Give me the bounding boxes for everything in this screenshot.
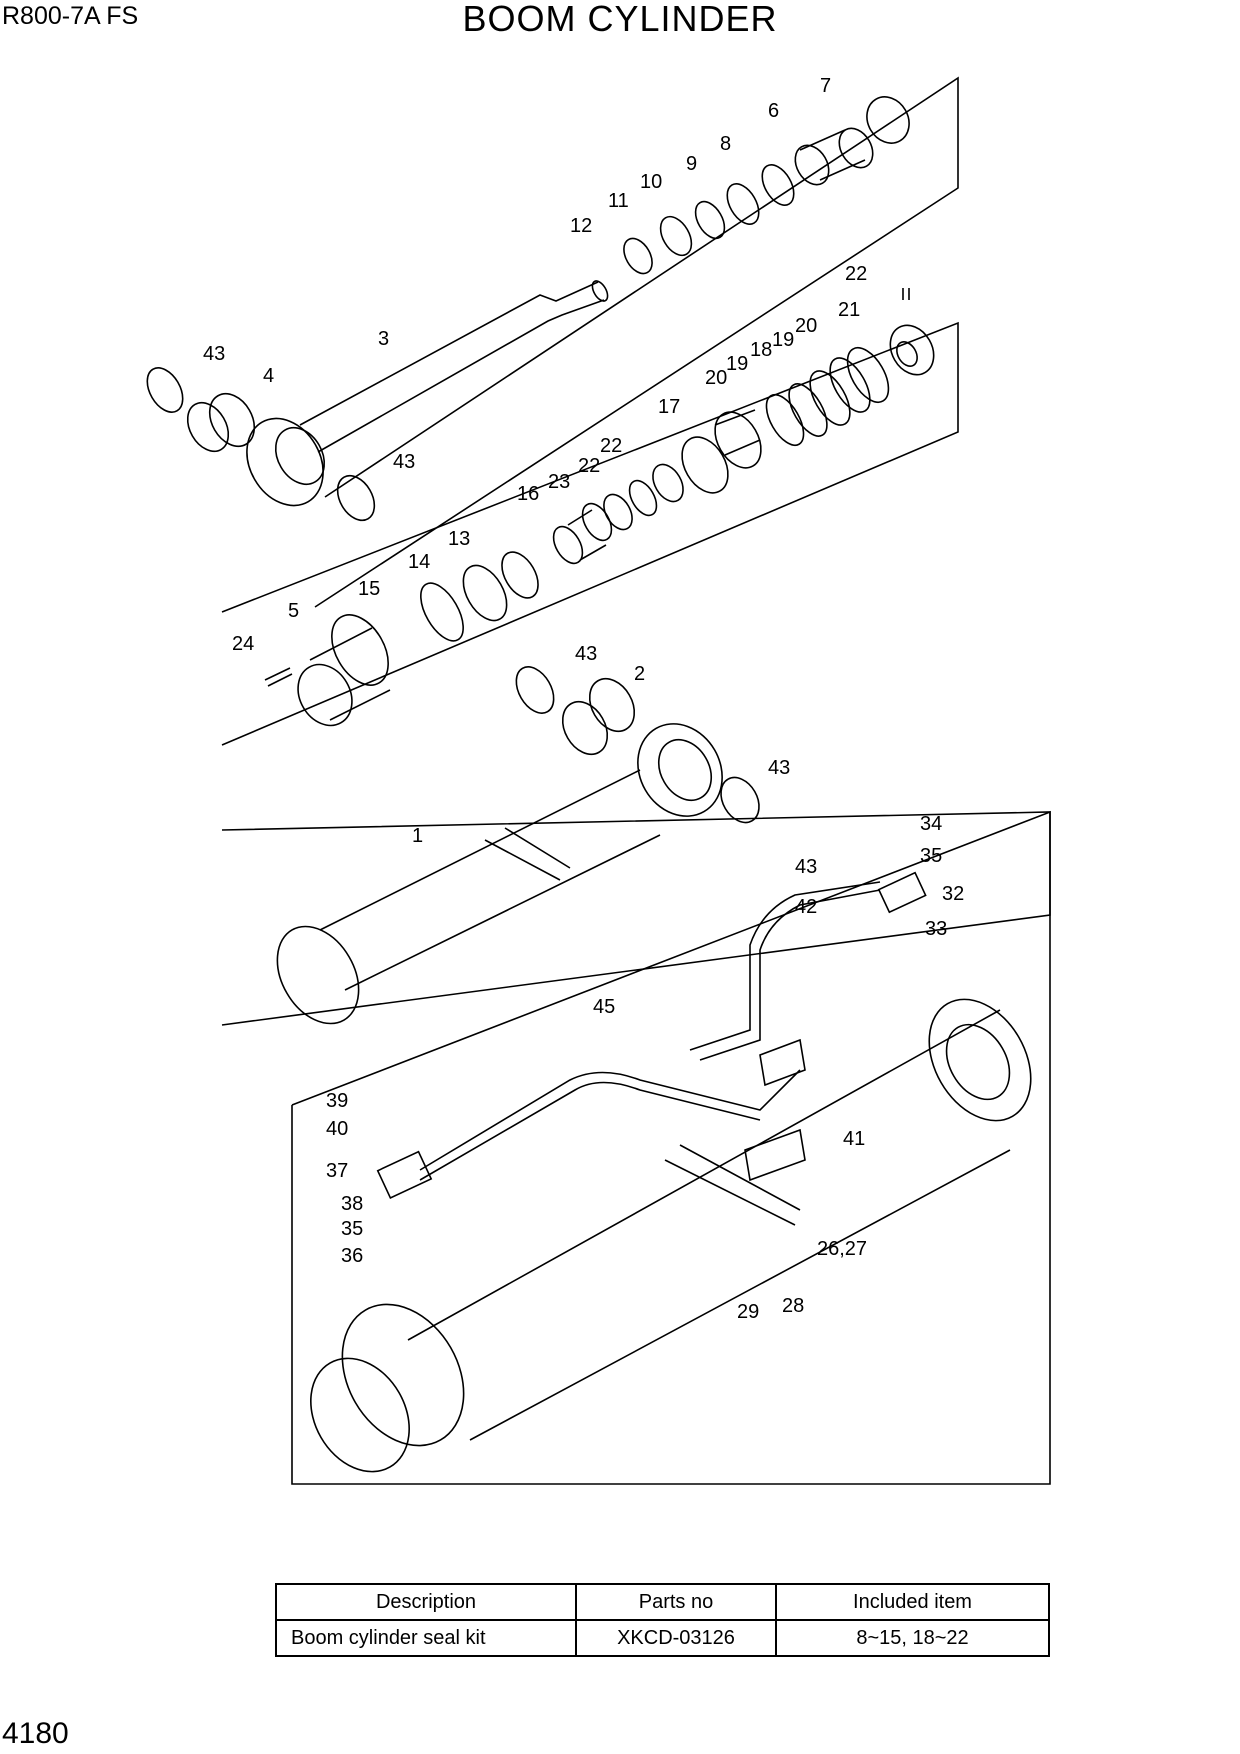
cell-parts-no: XKCD-03126: [575, 1619, 777, 1657]
header-parts-no: Parts no: [575, 1583, 777, 1621]
callout-43: 43: [203, 343, 225, 365]
callout-30: 32: [942, 883, 964, 905]
callout-11: 11: [608, 190, 629, 212]
table-header-row: Description Parts no Included item: [275, 1583, 1050, 1621]
callout-8: 8: [720, 133, 731, 155]
callout-31: 33: [925, 918, 947, 940]
model-code: R800-7A FS: [2, 2, 139, 30]
callout-20: 20: [795, 315, 817, 337]
callout-7: 7: [820, 75, 831, 97]
callout-19: 19: [726, 353, 748, 375]
callout-5: 5: [288, 600, 299, 622]
callout-43: 43: [393, 451, 415, 473]
header-included-item: Included item: [775, 1583, 1050, 1621]
header-description: Description: [275, 1583, 577, 1621]
callout-26-27: 26,27: [817, 1238, 867, 1260]
callout-22: 22: [600, 435, 622, 457]
callout-14: 14: [408, 551, 430, 573]
callout-32: 34: [920, 813, 942, 835]
callout-23: 21: [838, 299, 860, 321]
callout-42: 43: [795, 856, 817, 878]
callout-28: 28: [782, 1295, 804, 1317]
callout-36: 37: [326, 1160, 348, 1182]
callout-43: 43: [768, 757, 790, 779]
callout-37: 38: [341, 1193, 363, 1215]
callout-25: 24: [232, 633, 254, 655]
drawing-linework: [146, 76, 1051, 1485]
callout-3: 3: [378, 328, 389, 350]
callout-24: 22: [845, 263, 867, 285]
callout-43: 43: [575, 643, 597, 665]
cell-description: Boom cylinder seal kit: [275, 1619, 577, 1657]
callout-4: 4: [263, 365, 274, 387]
callout-22: 23: [548, 471, 570, 493]
callout-1: 1: [412, 825, 423, 847]
callout-labels: 7 6 8 9 10 11 12 22 21 20 19 18 19 20 17…: [203, 75, 964, 1323]
page-title: BOOM CYLINDER: [462, 0, 778, 39]
callout-15: 15: [358, 578, 380, 600]
seal-kit-table: Description Parts no Included item Boom …: [275, 1583, 1050, 1657]
callout-29: 29: [737, 1301, 759, 1323]
callout-38: 39: [326, 1090, 348, 1112]
callout-2: 2: [634, 663, 645, 685]
callout-16: 16: [517, 483, 539, 505]
cell-included-item: 8~15, 18~22: [775, 1619, 1050, 1657]
callout-40: 41: [843, 1128, 865, 1150]
callout-10: 10: [640, 171, 662, 193]
callout-20: 20: [705, 367, 727, 389]
callout-45: 45: [593, 996, 615, 1018]
callout-6: 6: [768, 100, 779, 122]
table-row: Boom cylinder seal kit XKCD-03126 8~15, …: [275, 1619, 1050, 1657]
callout-35: 36: [341, 1245, 363, 1267]
callout-19: 19: [772, 329, 794, 351]
callout-9: 9: [686, 153, 697, 175]
callout-41: 42: [795, 896, 817, 918]
callout-13: 13: [448, 528, 470, 550]
callout-12: 12: [570, 215, 592, 237]
callout-21: 22: [578, 455, 600, 477]
callout-33: 35: [920, 845, 942, 867]
callout-34: 35: [341, 1218, 363, 1240]
callout-17: 17: [658, 396, 680, 418]
callout-39: 40: [326, 1118, 348, 1140]
callout-18: 18: [750, 339, 772, 361]
page-number: 4180: [2, 1717, 69, 1750]
